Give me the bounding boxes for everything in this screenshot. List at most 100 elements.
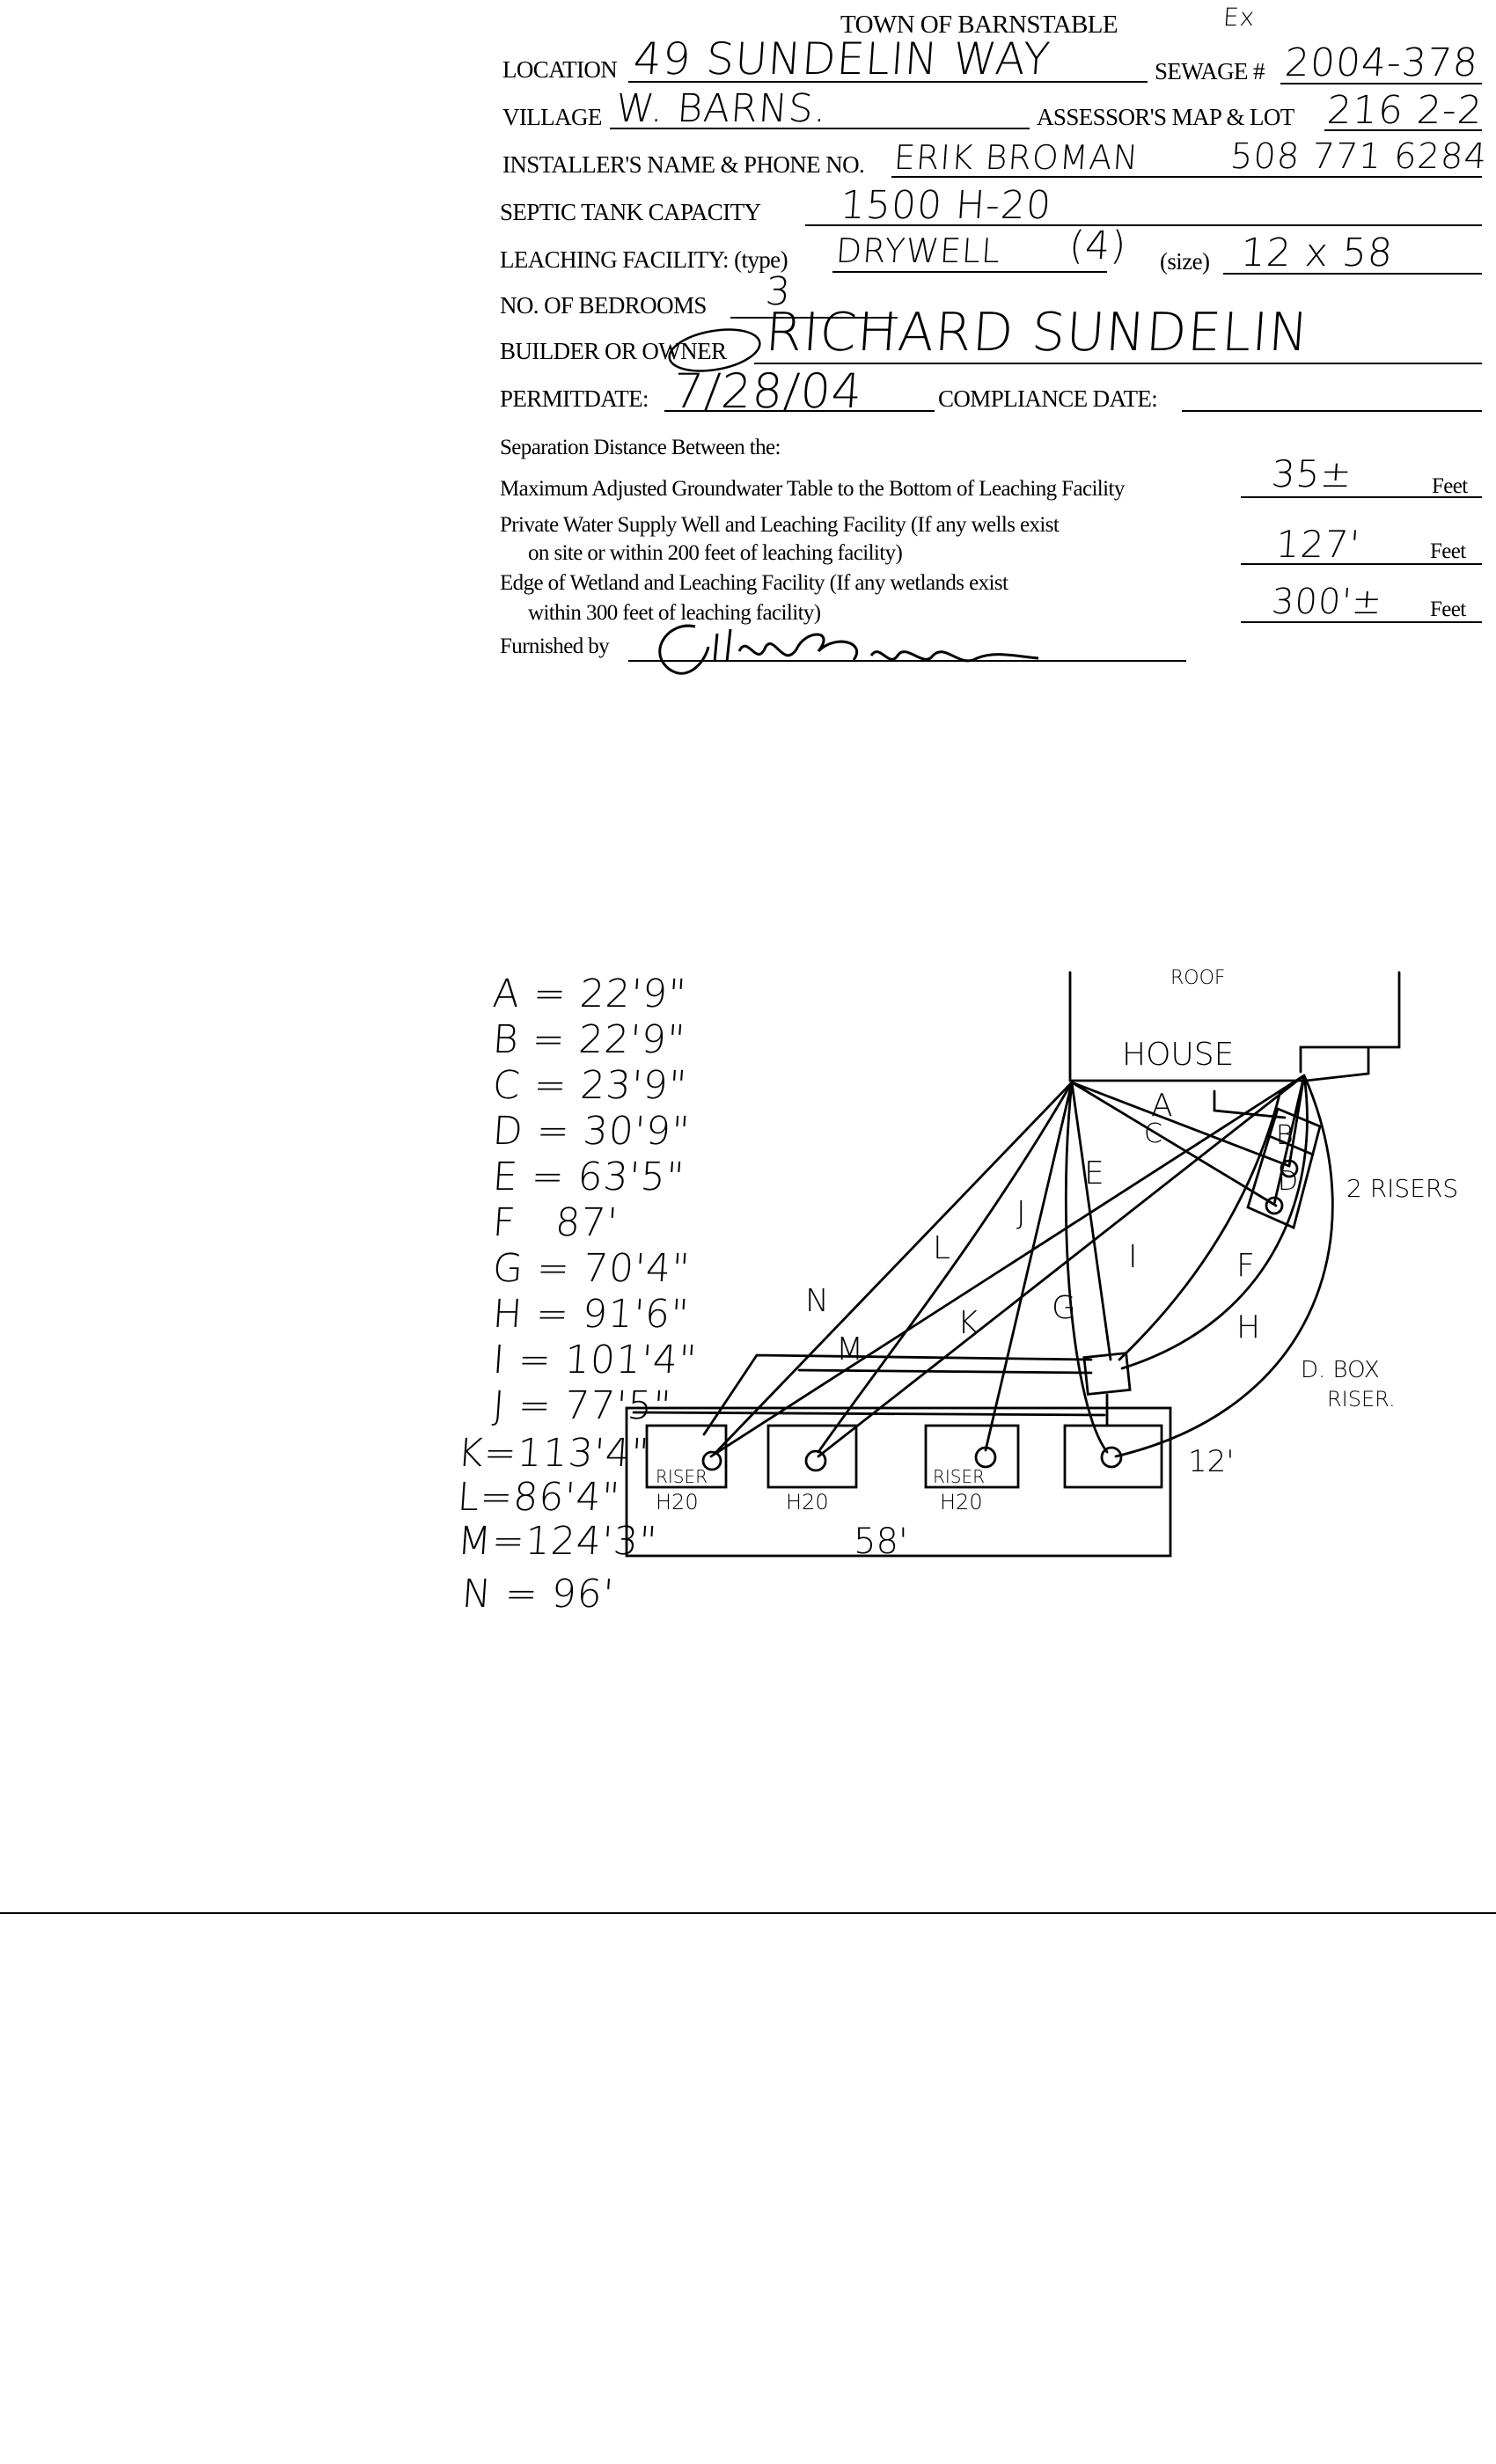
septic-value[interactable]: 1500 H-20: [839, 183, 1053, 228]
assessors-label: ASSESSOR'S MAP & LOT: [1037, 104, 1294, 130]
key: H: [491, 1292, 524, 1337]
key: N: [460, 1572, 494, 1617]
leaching-count[interactable]: (4): [1067, 224, 1129, 268]
leaching-type[interactable]: DRYWELL: [834, 231, 1002, 270]
line-label-a: A: [1151, 1088, 1173, 1124]
separation-row-2-value[interactable]: 127': [1274, 523, 1362, 566]
permit-date-label: PERMITDATE:: [500, 385, 649, 412]
value: 87': [554, 1200, 620, 1245]
line-label-i: I: [1128, 1239, 1138, 1275]
key: K: [456, 1431, 486, 1476]
septic-label: SEPTIC TANK CAPACITY: [500, 199, 761, 225]
key: A: [491, 972, 522, 1016]
installer-phone[interactable]: 508 771 6284: [1228, 136, 1489, 177]
village-value[interactable]: W. BARNS.: [614, 86, 829, 131]
value: 86'4": [511, 1475, 622, 1520]
value: 113'4": [515, 1431, 651, 1476]
line-label-e: E: [1084, 1155, 1104, 1192]
measurement-c: C = 23'9": [491, 1063, 689, 1108]
line-label-d: D: [1278, 1166, 1298, 1197]
septic-tank: [1246, 1107, 1322, 1229]
sketch-house-label: HOUSE: [1122, 1037, 1234, 1073]
assessors-line: [1324, 129, 1482, 131]
permit-date-value[interactable]: 7/28/04: [671, 363, 865, 419]
line-label-c: C: [1144, 1118, 1162, 1149]
separation-row-3-label: Edge of Wetland and Leaching Facility (I…: [500, 571, 1008, 595]
line-label-m: M: [836, 1331, 863, 1368]
separation-row-2-label: Private Water Supply Well and Leaching F…: [500, 513, 1060, 537]
location-label: LOCATION: [502, 56, 618, 83]
separation-row-3-line: [1241, 621, 1482, 623]
measurement-k: K=113'4": [456, 1431, 651, 1476]
d-box: [1082, 1352, 1132, 1396]
measurement-l: L=86'4": [456, 1475, 622, 1520]
measurement-b: B = 22'9": [491, 1017, 687, 1062]
key: C: [491, 1063, 523, 1108]
value: 63'5": [576, 1155, 686, 1199]
separation-row-3-unit: Feet: [1430, 598, 1466, 621]
sketch-riser-1: RISER: [656, 1466, 708, 1487]
installer-label: INSTALLER'S NAME & PHONE NO.: [502, 151, 865, 178]
leaching-size[interactable]: 12 x 58: [1239, 231, 1395, 275]
key: M: [456, 1519, 494, 1564]
separation-row-2-label2: on site or within 200 feet of leaching f…: [528, 541, 903, 565]
sketch-dbox-label: D. BOX: [1301, 1357, 1380, 1383]
sewage-value[interactable]: 2004-378: [1283, 40, 1480, 85]
sketch-roof-label: ROOF: [1170, 967, 1226, 989]
form-title: TOWN OF BARNSTABLE: [840, 11, 1118, 39]
measurement-e: E = 63'5": [491, 1155, 686, 1199]
separation-row-2-line: [1241, 563, 1482, 565]
compliance-date-label: COMPLIANCE DATE:: [938, 385, 1158, 412]
sketch-dbox-riser-label: RISER.: [1327, 1387, 1396, 1412]
builder-value[interactable]: RICHARD SUNDELIN: [763, 302, 1311, 363]
key: E: [491, 1155, 520, 1199]
separation-row-1-unit: Feet: [1432, 474, 1468, 498]
measurement-j: J = 77'5": [491, 1383, 673, 1428]
line-label-h: H: [1236, 1309, 1260, 1346]
installer-line: [891, 176, 1482, 178]
key: F: [491, 1200, 518, 1245]
measurement-n: N = 96': [460, 1572, 616, 1617]
key: B: [491, 1017, 521, 1062]
separation-heading: Separation Distance Between the:: [500, 436, 781, 459]
installer-name[interactable]: ERIK BROMAN: [892, 138, 1140, 177]
measurement-a: A = 22'9": [491, 972, 689, 1016]
page-divider: [0, 1912, 1496, 1914]
builder-line: [754, 363, 1482, 364]
sewage-annotation: Ex: [1221, 3, 1257, 32]
value: 22'9": [578, 972, 689, 1016]
separation-row-1-value[interactable]: 35±: [1270, 452, 1354, 495]
value: 101'4": [563, 1338, 699, 1382]
measurement-f: F 87': [491, 1200, 620, 1245]
measurement-d: D = 30'9": [491, 1109, 692, 1154]
value: 124'3": [524, 1519, 659, 1564]
measurement-i: I = 101'4": [491, 1338, 699, 1382]
septic-line: [805, 224, 1482, 226]
separation-row-2-unit: Feet: [1430, 539, 1466, 563]
furnished-by-line[interactable]: [628, 660, 1186, 662]
value: 23'9": [578, 1063, 689, 1108]
location-value[interactable]: 49 SUNDELIN WAY: [631, 33, 1052, 84]
village-line: [610, 128, 1030, 129]
separation-row-3-value[interactable]: 300'±: [1270, 582, 1384, 622]
line-label-g: G: [1052, 1290, 1076, 1326]
leaching-size-label: (size): [1160, 248, 1210, 275]
furnished-by-label: Furnished by: [500, 634, 610, 658]
line-label-l: L: [933, 1230, 950, 1266]
village-label: VILLAGE: [502, 104, 602, 130]
sketch-h20-2: H20: [786, 1490, 829, 1514]
sewage-line: [1280, 83, 1482, 84]
sketch-length-label: 58': [854, 1522, 908, 1562]
key: L: [456, 1475, 482, 1520]
line-label-j: J: [1016, 1195, 1026, 1231]
sketch-width-label: 12': [1188, 1444, 1235, 1479]
value: 70'4": [582, 1246, 693, 1291]
separation-row-1-label: Maximum Adjusted Groundwater Table to th…: [500, 477, 1125, 501]
value: 77'5": [563, 1383, 673, 1428]
assessors-value[interactable]: 216 2-2: [1325, 88, 1485, 133]
line-label-f: F: [1236, 1248, 1255, 1284]
separation-row-1-line: [1241, 496, 1482, 498]
leaching-size-line: [1223, 273, 1482, 275]
leaching-label: LEACHING FACILITY: (type): [500, 246, 788, 273]
leaching-type-line: [832, 271, 1107, 273]
